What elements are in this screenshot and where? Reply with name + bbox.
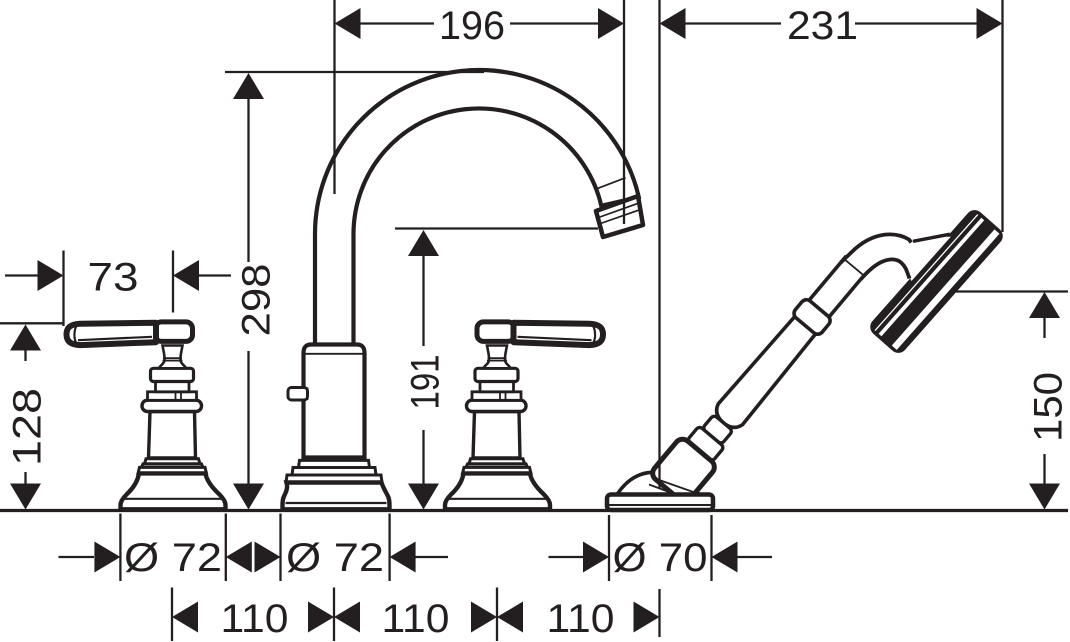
svg-text:196: 196 <box>439 4 505 48</box>
svg-text:150: 150 <box>1027 372 1070 442</box>
svg-text:110: 110 <box>382 597 450 641</box>
svg-text:191: 191 <box>404 355 448 410</box>
svg-text:Ø 70: Ø 70 <box>613 536 708 580</box>
svg-text:128: 128 <box>6 388 50 466</box>
svg-text:110: 110 <box>221 597 289 641</box>
svg-text:298: 298 <box>235 264 279 337</box>
svg-text:Ø 72: Ø 72 <box>286 536 384 580</box>
svg-text:110: 110 <box>547 597 615 641</box>
svg-text:Ø 72: Ø 72 <box>124 536 222 580</box>
svg-text:231: 231 <box>787 4 858 48</box>
svg-text:73: 73 <box>88 255 139 299</box>
